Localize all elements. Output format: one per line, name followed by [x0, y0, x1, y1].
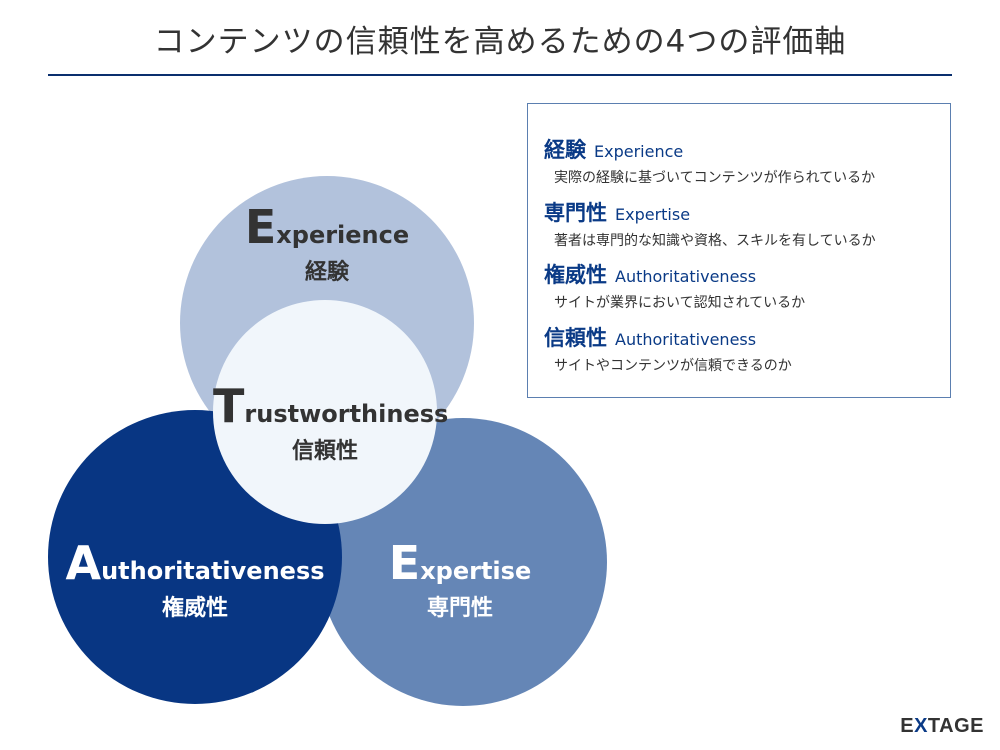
definition-item-authority: 権威性 Authoritativeness サイトが業界において認知されているか [544, 259, 805, 312]
definition-item-experience: 経験 Experience 実際の経験に基づいてコンテンツが作られているか [544, 134, 875, 187]
definition-text: サイトが業界において認知されているか [554, 295, 806, 311]
logo-part: E [900, 715, 915, 737]
page-title: コンテンツの信頼性を高めるための4つの評価軸 [153, 24, 847, 60]
trust-rest: rustworthiness [244, 400, 449, 428]
experience-initial: E [244, 200, 277, 254]
definition-term-en: Expertise [615, 205, 691, 224]
definition-term-en: Authoritativeness [615, 267, 757, 286]
authority-rest: uthoritativeness [101, 557, 325, 585]
authority-jp: 権威性 [161, 596, 228, 621]
definition-item-trust: 信頼性 Authoritativeness サイトやコンテンツが信頼できるのか [544, 322, 792, 375]
experience-rest: xperience [276, 221, 410, 249]
authority-initial: A [65, 536, 102, 590]
expertise-jp: 専門性 [426, 596, 493, 621]
experience-jp: 経験 [304, 260, 349, 285]
definition-text: 著者は専門的な知識や資格、スキルを有しているか [554, 233, 876, 249]
logo-x: X [914, 715, 928, 737]
experience-label: Experience 経験 [180, 204, 474, 286]
expertise-initial: E [388, 536, 421, 590]
trust-jp: 信頼性 [291, 439, 358, 464]
definition-text: 実際の経験に基づいてコンテンツが作られているか [554, 170, 876, 186]
trust-initial: T [213, 379, 245, 433]
trust-label: Trustworthiness 信頼性 [213, 383, 448, 465]
definition-text: サイトやコンテンツが信頼できるのか [554, 358, 792, 374]
definition-box: 経験 Experience 実際の経験に基づいてコンテンツが作られているか 専門性… [527, 103, 951, 398]
definition-term: 権威性 [544, 263, 607, 287]
definition-term: 専門性 [544, 201, 607, 225]
authority-label: Authoritativeness 権威性 [48, 540, 342, 622]
definition-term: 経験 [544, 138, 586, 162]
definition-term-en: Experience [594, 142, 684, 161]
expertise-label: Expertise 専門性 [335, 540, 585, 622]
logo-part: TAGE [927, 715, 984, 737]
expertise-rest: xpertise [420, 557, 532, 585]
title-divider [48, 74, 952, 76]
brand-logo: EXTAGE [900, 715, 984, 738]
definition-term: 信頼性 [544, 326, 607, 350]
definition-term-en: Authoritativeness [615, 330, 757, 349]
definition-item-expertise: 専門性 Expertise 著者は専門的な知識や資格、スキルを有しているか [544, 197, 876, 250]
trust-circle [213, 300, 437, 524]
